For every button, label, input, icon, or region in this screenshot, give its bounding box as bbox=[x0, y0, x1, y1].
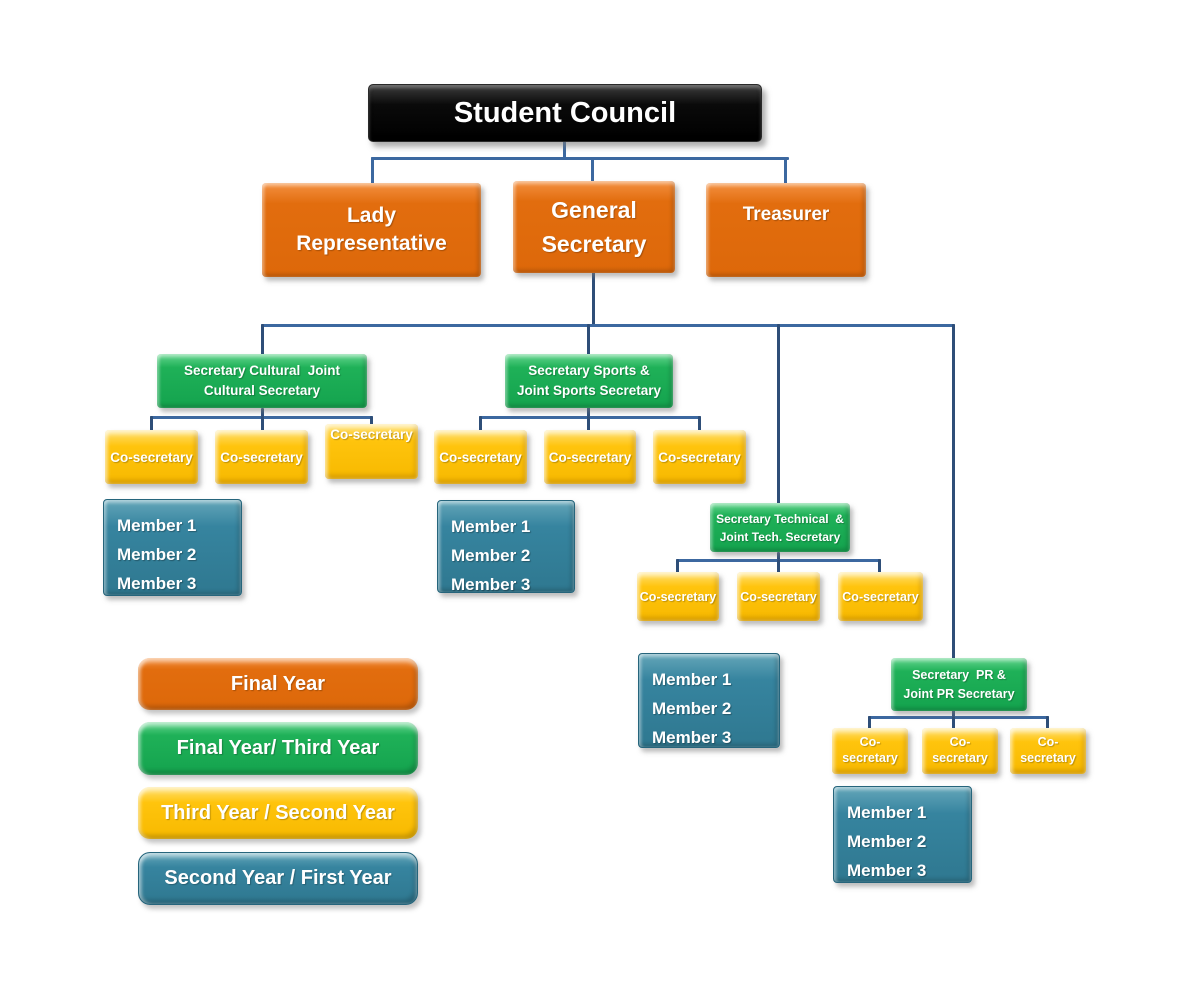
connector bbox=[587, 416, 590, 431]
secretary-label: Joint Sports Secretary bbox=[516, 383, 662, 398]
co-secretary-box-cultural-1: Co-secretary bbox=[105, 430, 198, 484]
connector bbox=[878, 559, 881, 573]
legend-item-final-third-year: Final Year/ Third Year bbox=[138, 722, 418, 775]
co-secretary-box-technical-3: Co-secretary bbox=[838, 572, 923, 621]
legend-item-final-year: Final Year bbox=[138, 658, 418, 710]
legend-item-second-first-year: Second Year / First Year bbox=[138, 852, 418, 905]
co-secretary-box-pr-1: Co-secretary bbox=[832, 728, 908, 774]
member-line: Member 3 bbox=[652, 728, 732, 747]
connector bbox=[952, 710, 955, 718]
co-secretary-label: Co-secretary bbox=[932, 735, 988, 765]
co-secretary-label: Co-secretary bbox=[658, 449, 741, 465]
co-secretary-label: Co-secretary bbox=[1020, 735, 1076, 765]
connector bbox=[868, 716, 1049, 719]
connector bbox=[698, 416, 701, 431]
officer-label: Treasurer bbox=[742, 204, 830, 225]
student-council-label: Student Council bbox=[453, 96, 677, 129]
connector bbox=[563, 141, 566, 159]
secretary-label: Secretary Technical & bbox=[716, 511, 844, 526]
co-secretary-box-sports-3: Co-secretary bbox=[653, 430, 746, 484]
legend-label: Third Year / Second Year bbox=[161, 801, 395, 824]
member-line: Member 2 bbox=[847, 832, 927, 851]
co-secretary-label: Co-secretary bbox=[330, 427, 413, 442]
secretary-label: Joint PR Secretary bbox=[903, 686, 1015, 701]
connector bbox=[587, 324, 590, 355]
secretary-label: Secretary Cultural Joint bbox=[183, 363, 341, 379]
connector bbox=[868, 716, 871, 729]
connector bbox=[371, 157, 374, 184]
secretary-label: Joint Tech. Secretary bbox=[719, 529, 841, 544]
officer-label: General bbox=[551, 196, 637, 223]
member-line: Member 3 bbox=[847, 861, 927, 880]
member-box-pr: Member 1 Member 2 Member 3 bbox=[833, 786, 972, 883]
secretary-label: Secretary PR & bbox=[912, 667, 1006, 682]
officer-box-lady-representative: Lady Representative bbox=[262, 183, 481, 277]
member-line: Member 2 bbox=[117, 545, 197, 564]
connector bbox=[261, 416, 264, 431]
member-line: Member 1 bbox=[652, 670, 732, 689]
connector bbox=[479, 416, 482, 431]
officer-label: Representative bbox=[296, 232, 447, 255]
secretary-label: Cultural Secretary bbox=[203, 383, 321, 398]
secretary-box-pr: Secretary PR & Joint PR Secretary bbox=[891, 658, 1027, 711]
secretary-box-cultural: Secretary Cultural Joint Cultural Secret… bbox=[157, 354, 367, 408]
legend-label: Final Year/ Third Year bbox=[176, 737, 380, 759]
member-line: Member 3 bbox=[451, 575, 531, 594]
member-line: Member 2 bbox=[652, 699, 732, 718]
legend-label: Final Year bbox=[230, 672, 326, 695]
connector bbox=[591, 157, 594, 182]
connector bbox=[479, 416, 701, 419]
connector bbox=[370, 416, 373, 426]
co-secretary-box-sports-1: Co-secretary bbox=[434, 430, 527, 484]
co-secretary-box-sports-2: Co-secretary bbox=[544, 430, 636, 484]
connector bbox=[261, 408, 264, 418]
co-secretary-label: Co-secretary bbox=[740, 589, 817, 604]
connector bbox=[592, 272, 595, 326]
co-secretary-label: Co-secretary bbox=[842, 589, 919, 604]
legend-label: Second Year / First Year bbox=[164, 867, 392, 889]
officer-label: Secretary bbox=[541, 231, 647, 257]
co-secretary-label: Co-secretary bbox=[548, 449, 632, 465]
officer-box-treasurer: Treasurer bbox=[706, 183, 866, 277]
connector bbox=[261, 324, 955, 327]
co-secretary-box-technical-2: Co-secretary bbox=[737, 572, 820, 621]
connector bbox=[784, 157, 787, 184]
student-council-box: Student Council bbox=[368, 84, 762, 142]
officer-label: Lady bbox=[346, 203, 396, 227]
member-box-cultural: Member 1 Member 2 Member 3 bbox=[103, 499, 242, 596]
co-secretary-label: Co-secretary bbox=[220, 449, 303, 465]
secretary-box-sports: Secretary Sports & Joint Sports Secretar… bbox=[505, 354, 673, 408]
co-secretary-label: Co-secretary bbox=[842, 735, 898, 765]
co-secretary-box-cultural-2: Co-secretary bbox=[215, 430, 308, 484]
member-box-technical: Member 1 Member 2 Member 3 bbox=[638, 653, 780, 748]
connector bbox=[777, 324, 780, 504]
co-secretary-box-technical-1: Co-secretary bbox=[637, 572, 719, 621]
member-line: Member 2 bbox=[451, 546, 531, 565]
connector bbox=[777, 552, 780, 561]
connector bbox=[261, 324, 264, 355]
secretary-label: Secretary Sports & bbox=[528, 363, 650, 379]
connector bbox=[371, 157, 789, 160]
co-secretary-label: Co-secretary bbox=[110, 449, 193, 465]
member-line: Member 1 bbox=[847, 803, 927, 822]
co-secretary-box-pr-3: Co-secretary bbox=[1010, 728, 1086, 774]
connector bbox=[952, 324, 955, 659]
connector bbox=[952, 716, 955, 729]
member-line: Member 1 bbox=[117, 516, 197, 535]
co-secretary-box-cultural-3: Co-secretary bbox=[325, 424, 418, 479]
legend-item-third-second-year: Third Year / Second Year bbox=[138, 787, 418, 839]
member-line: Member 3 bbox=[117, 574, 197, 593]
co-secretary-label: Co-secretary bbox=[639, 589, 717, 604]
member-line: Member 1 bbox=[451, 517, 531, 536]
connector bbox=[1046, 716, 1049, 729]
secretary-box-technical: Secretary Technical & Joint Tech. Secret… bbox=[710, 503, 850, 552]
officer-box-general-secretary: General Secretary bbox=[513, 181, 675, 273]
co-secretary-label: Co-secretary bbox=[439, 449, 522, 465]
connector bbox=[676, 559, 679, 573]
connector bbox=[587, 407, 590, 418]
connector bbox=[150, 416, 153, 431]
member-box-sports: Member 1 Member 2 Member 3 bbox=[437, 500, 575, 594]
connector bbox=[777, 559, 780, 573]
co-secretary-box-pr-2: Co-secretary bbox=[922, 728, 998, 774]
